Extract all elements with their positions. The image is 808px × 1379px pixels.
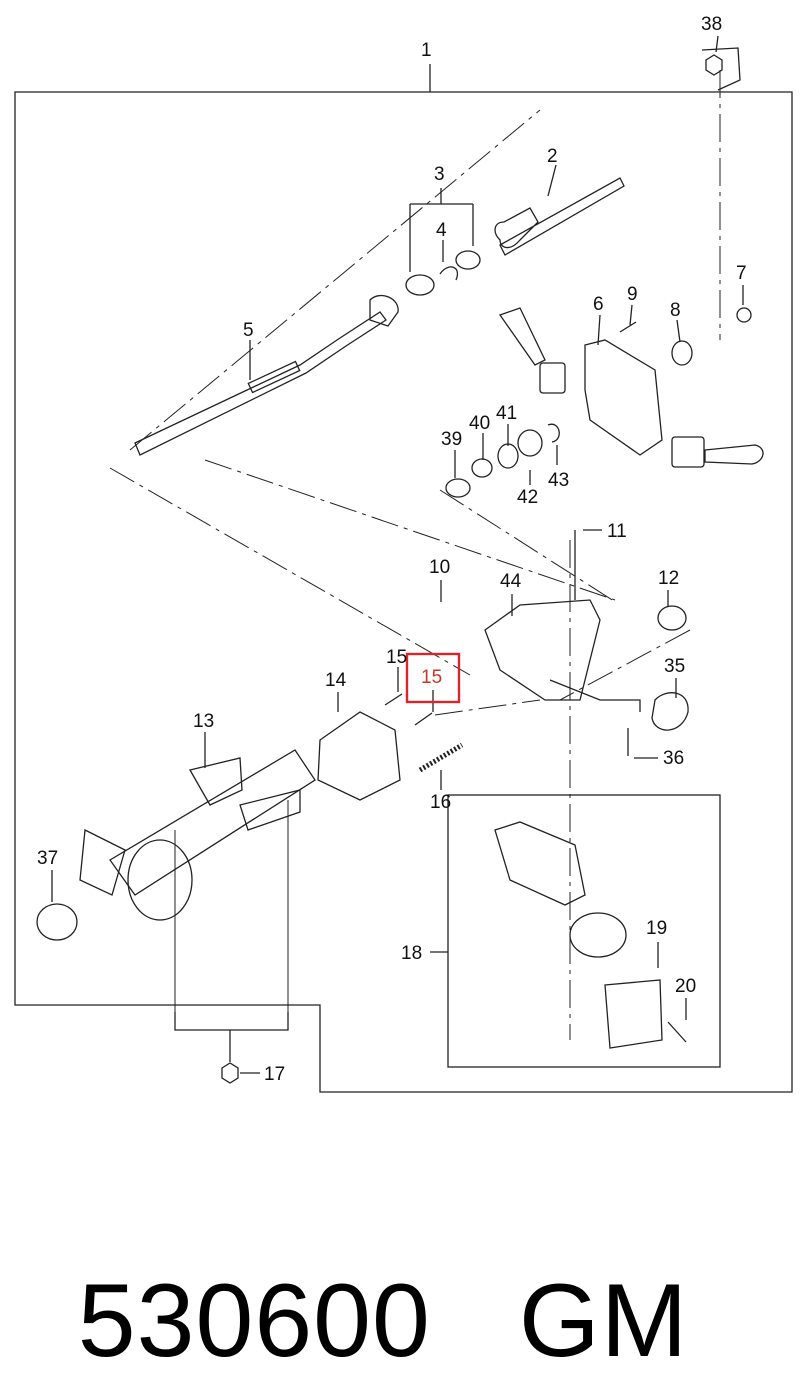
- callout-43: 43: [548, 470, 569, 491]
- intermediate-shaft: [134, 295, 399, 456]
- callout-8: 8: [670, 300, 681, 321]
- upper-shaft: [494, 177, 625, 256]
- callout-19: 19: [646, 918, 667, 939]
- ignition-lock-box: [447, 794, 721, 1068]
- column-housing: [317, 711, 401, 801]
- upper-bracket: [484, 599, 601, 701]
- callout-2: 2: [547, 146, 558, 167]
- callout-7: 7: [736, 263, 747, 284]
- callout-10: 10: [429, 557, 450, 578]
- callout-17: 17: [264, 1064, 285, 1085]
- callout-9: 9: [627, 284, 638, 305]
- callout-11: 11: [607, 521, 627, 542]
- column-tube: [109, 749, 316, 896]
- callout-39: 39: [441, 429, 462, 450]
- part-number: 530600: [77, 1263, 431, 1379]
- callout-5: 5: [243, 320, 254, 341]
- callout-38: 38: [701, 14, 722, 35]
- callout-35: 35: [664, 656, 685, 677]
- callout-12: 12: [658, 568, 679, 589]
- callout-20: 20: [675, 976, 696, 997]
- callout-1: 1: [421, 40, 432, 61]
- callout-13: 13: [193, 711, 214, 732]
- brand-name: GM: [518, 1263, 689, 1379]
- callout-4: 4: [436, 220, 447, 241]
- callout-3: 3: [434, 164, 445, 185]
- callout-42: 42: [517, 487, 538, 508]
- callout-44: 44: [500, 571, 522, 592]
- assembly-frame: [14, 91, 793, 1093]
- callout-15b: 15: [421, 667, 442, 688]
- callout-6: 6: [593, 294, 604, 315]
- callout-14: 14: [325, 670, 347, 691]
- steering-column-exploded-diagram: 1 2 3 4 5 6 7 8 9 10 11 12 13 14 15 15 1…: [14, 14, 793, 1093]
- highlight-box: [405, 652, 461, 704]
- callout-18: 18: [401, 943, 422, 964]
- callout-15a: 15: [386, 647, 407, 668]
- callout-40: 40: [469, 413, 490, 434]
- callout-37: 37: [37, 848, 58, 869]
- combination-switch-body: [584, 339, 663, 456]
- callout-36: 36: [663, 748, 684, 769]
- callout-16: 16: [430, 792, 451, 813]
- callout-41: 41: [496, 403, 517, 424]
